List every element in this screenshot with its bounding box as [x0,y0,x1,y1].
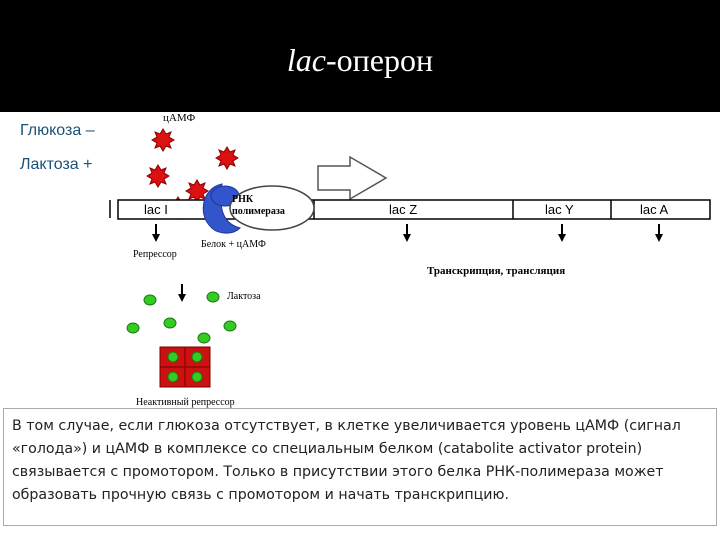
down-arrow [151,223,161,243]
title-bar [0,0,720,112]
lactose-label: Лактоза [227,291,261,302]
protein-camp-label: Белок + цАМФ [201,239,266,250]
down-arrow [177,283,187,303]
lactose-molecule [206,291,220,303]
camp-molecule [151,128,175,152]
inactive-repressor-label: Неактивный репрессор [136,397,235,408]
inactive-repressor [159,346,211,388]
rna-pol-label-1: РНК [232,194,254,205]
camp-molecule [146,164,170,188]
title-rest: -оперон [325,42,434,78]
glucose-label: Глюкоза [20,122,82,139]
glucose-sign: – [85,122,95,139]
rna-pol-label-2: полимераза [232,206,285,217]
gene-lac-z: lac Z [389,202,417,217]
down-arrow [402,223,412,243]
gene-lac-y: lac Y [545,202,574,217]
lactose-condition: Лактоза + [20,156,92,174]
repressor-label: Репрессор [133,249,177,260]
transcription-direction-arrow [317,155,388,201]
glucose-condition: Глюкоза – [20,122,95,140]
transcription-label: Транскрипция, трансляция [427,265,565,277]
lactose-molecule [197,332,211,344]
lactose-molecule [223,320,237,332]
down-arrow [654,223,664,243]
camp-molecule [215,146,239,170]
rna-polymerase [229,185,315,231]
lactose-cond-label: Лактоза [20,156,79,173]
gene-lac-a: lac A [640,202,669,217]
lactose-molecule [126,322,140,334]
camp-label: цАМФ [163,112,195,124]
lactose-cond-sign: + [83,156,93,173]
gene-lac-i: lac I [144,202,168,217]
lactose-molecule [143,294,157,306]
down-arrow [557,223,567,243]
title-italic: lac [286,42,326,78]
lactose-molecule [163,317,177,329]
explanation-text: В том случае, если глюкоза отсутствует, … [3,408,717,526]
slide-title: lac-оперон [0,42,720,79]
